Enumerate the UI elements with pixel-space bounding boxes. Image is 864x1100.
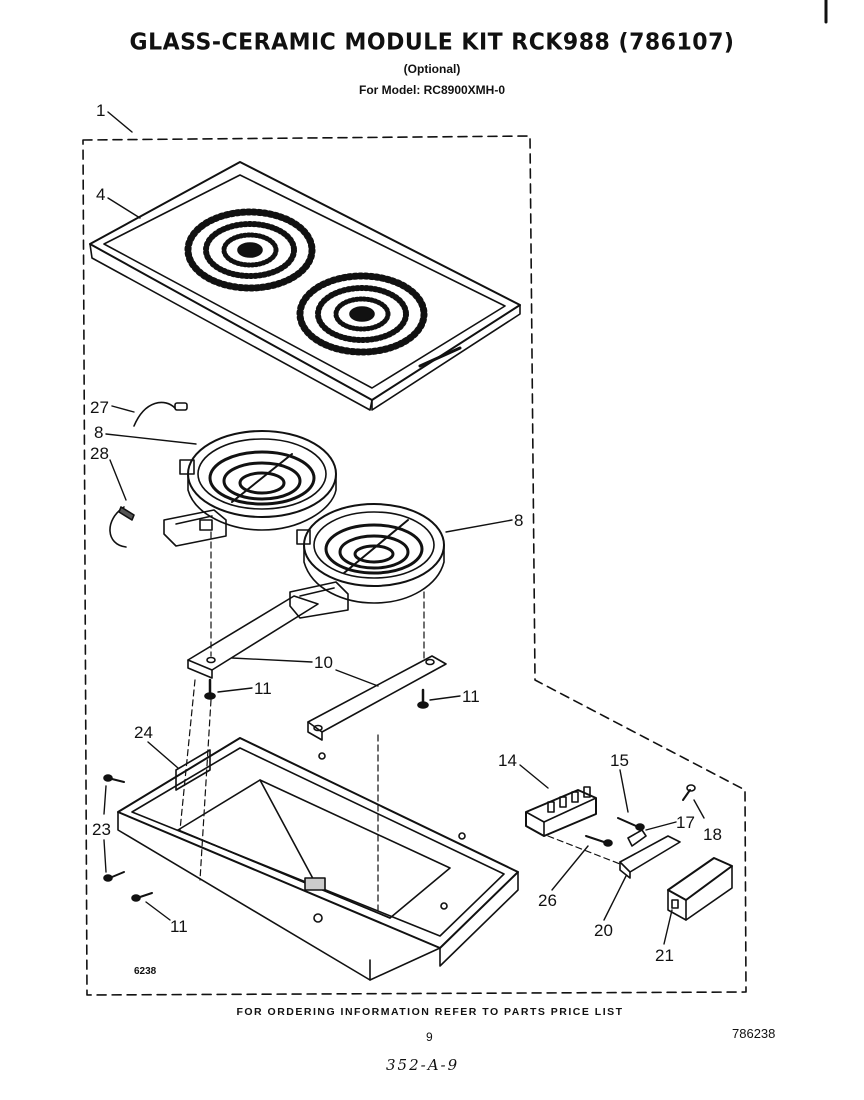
callout-15: 15	[610, 751, 629, 770]
element-bracket-lower	[307, 655, 447, 741]
callout-21: 21	[655, 946, 674, 965]
page-title: GLASS-CERAMIC MODULE KIT RCK988 (786107)	[129, 29, 735, 56]
wire-lead	[133, 401, 188, 427]
callout-28: 28	[90, 444, 109, 463]
callout-11-lower: 11	[170, 917, 188, 936]
callout-1: 1	[96, 101, 105, 120]
callout-10: 10	[314, 653, 333, 672]
screw-pan-lower	[103, 871, 125, 882]
callout-8-upper: 8	[94, 423, 103, 442]
terminal-wire	[109, 506, 135, 548]
callout-4: 4	[96, 185, 105, 204]
screw-terminal	[617, 817, 645, 831]
element-bracket-upper	[187, 595, 319, 679]
mounting-bracket	[547, 835, 681, 879]
ground-strap	[627, 829, 647, 847]
surface-element-lower	[296, 503, 445, 604]
callout-23: 23	[92, 820, 111, 839]
screw-bracket	[682, 784, 696, 801]
glass-cooktop	[89, 161, 521, 411]
element-terminal-block-left	[163, 509, 227, 547]
figure-code: 6238	[134, 966, 157, 977]
callout-20: 20	[594, 921, 613, 940]
page-subtitle: (Optional)	[403, 62, 461, 76]
callout-24: 24	[134, 723, 153, 742]
screw-pan-bottom	[131, 892, 153, 902]
page-number: 9	[426, 1030, 433, 1044]
ordering-note: FOR ORDERING INFORMATION REFER TO PARTS …	[236, 1006, 624, 1018]
screw-upper	[204, 678, 216, 700]
radiant-pattern-right	[296, 272, 428, 356]
callout-11-middle: 11	[462, 687, 480, 706]
callout-labels: 1 4 27 8 28 8 10 11 11 24 14 15 17 18 23…	[90, 101, 722, 965]
screw-pan-upper	[103, 774, 125, 783]
callout-18: 18	[703, 825, 722, 844]
radiant-pattern-left	[184, 208, 316, 292]
surface-element-upper	[179, 430, 337, 531]
model-line: For Model: RC8900XMH-0	[358, 83, 506, 97]
ground-screw	[585, 835, 613, 847]
leader-lines	[103, 111, 705, 945]
callout-14: 14	[498, 751, 517, 770]
callout-27: 27	[90, 398, 109, 417]
terminal-block	[525, 786, 597, 837]
callout-11-upper: 11	[254, 679, 272, 698]
document-code: 786238	[732, 1026, 776, 1041]
screw-middle	[417, 688, 429, 709]
element-terminal-block-right	[289, 581, 349, 619]
handwritten-code: 352-A-9	[386, 1056, 460, 1074]
callout-26: 26	[538, 891, 557, 910]
kit-boundary-dashed	[82, 135, 747, 996]
callout-17: 17	[676, 813, 695, 832]
alignment-lines	[179, 531, 425, 911]
terminal-cover	[667, 857, 733, 921]
callout-8-lower: 8	[514, 511, 523, 530]
module-pan	[117, 737, 519, 981]
